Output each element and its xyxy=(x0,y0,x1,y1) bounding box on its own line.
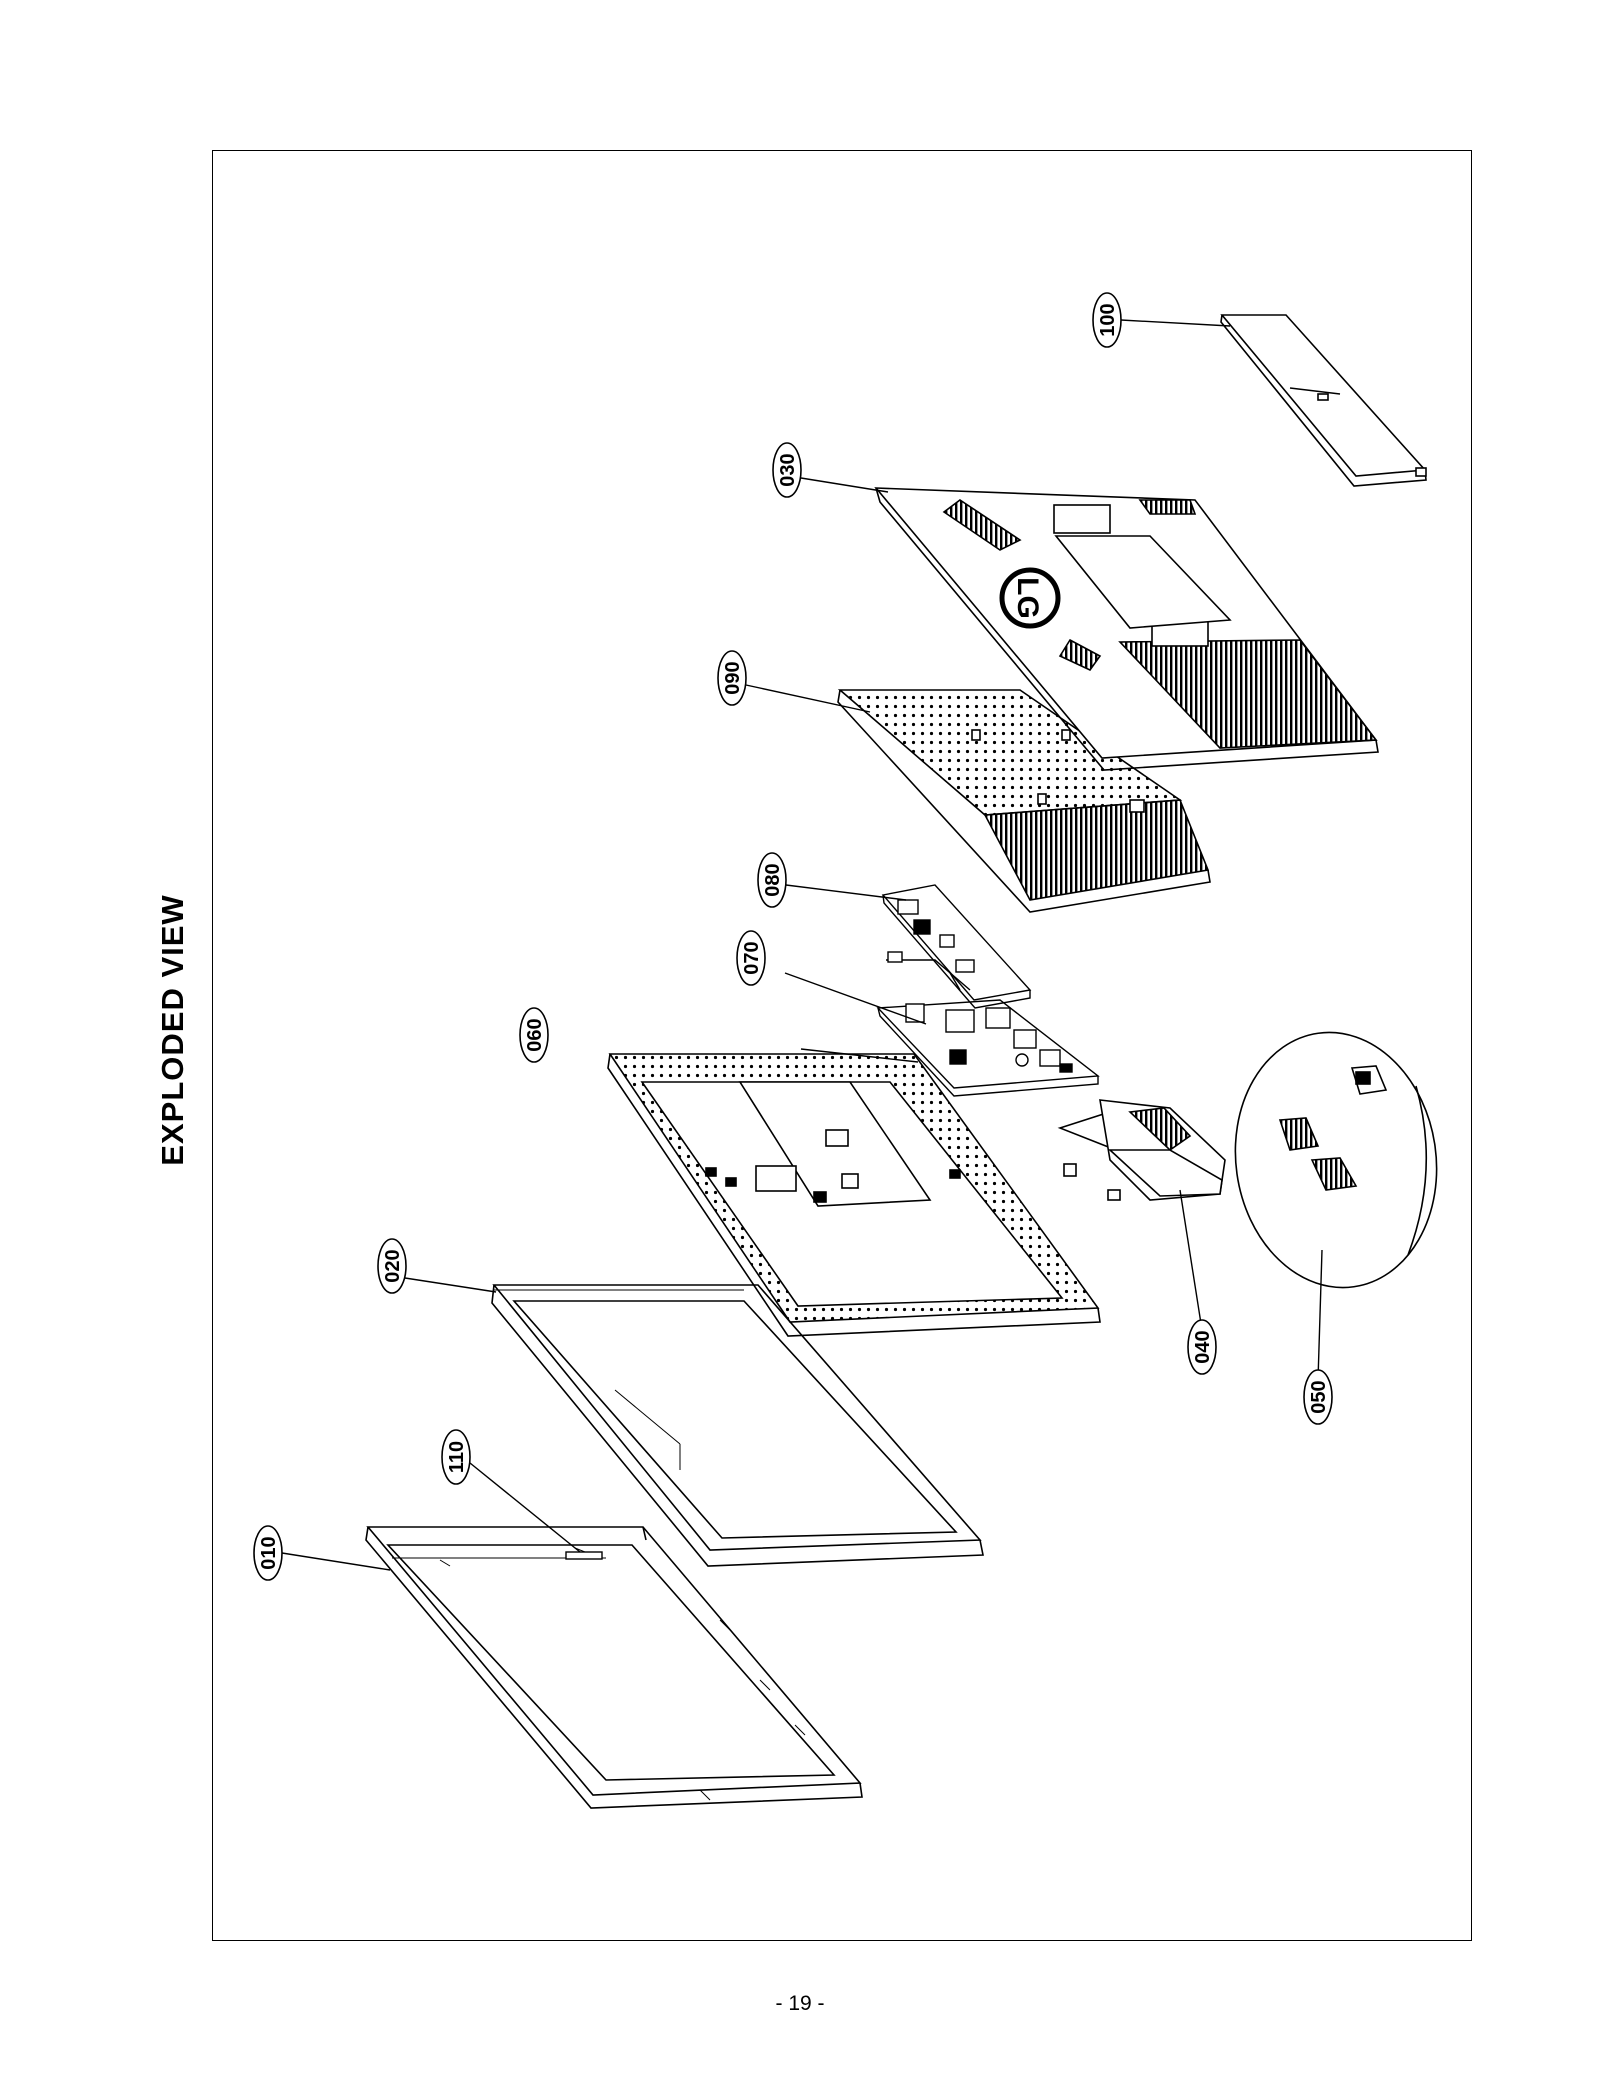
callout-040: 040 xyxy=(1187,1319,1217,1375)
callout-020: 020 xyxy=(377,1238,407,1294)
callout-060: 060 xyxy=(519,1007,549,1063)
callout-100: 100 xyxy=(1092,292,1122,348)
callout-040-label: 040 xyxy=(1192,1330,1214,1363)
front-bezel-part-010 xyxy=(365,1526,863,1809)
stand-hinge-part-040 xyxy=(1057,1099,1226,1201)
callout-070-label: 070 xyxy=(741,941,763,974)
callout-110-label: 110 xyxy=(446,1441,468,1473)
callout-070: 070 xyxy=(736,930,766,986)
callout-100-label: 100 xyxy=(1097,303,1119,336)
callout-080-label: 080 xyxy=(762,863,784,896)
leader-lines xyxy=(281,319,1323,1571)
page-number: - 19 - xyxy=(775,1992,825,2015)
stand-base-part-050 xyxy=(1234,1031,1438,1289)
callout-030: 030 xyxy=(772,442,802,498)
back-cover-part-030: LG xyxy=(874,487,1379,771)
logo-lettering: LG xyxy=(1011,577,1044,619)
callout-050: 050 xyxy=(1303,1369,1333,1425)
main-chassis-part-060 xyxy=(607,1053,1101,1337)
callout-110: 110 xyxy=(441,1429,471,1485)
power-board-part-070 xyxy=(876,965,1100,1097)
callout-050-label: 050 xyxy=(1308,1380,1330,1413)
drawing-frame xyxy=(212,150,1472,1941)
main-board-part-080 xyxy=(881,884,1032,1009)
callout-020-label: 020 xyxy=(382,1249,404,1282)
callout-030-label: 030 xyxy=(777,453,799,486)
callout-060-label: 060 xyxy=(524,1018,546,1051)
rear-cover-part-100 xyxy=(1220,314,1427,487)
callout-010: 010 xyxy=(253,1525,283,1581)
callout-010-label: 010 xyxy=(258,1536,280,1569)
bezel-bracket-part-110 xyxy=(565,1551,603,1560)
callout-090-label: 090 xyxy=(722,661,744,694)
callout-090: 090 xyxy=(717,650,747,706)
lcd-panel-part-020 xyxy=(491,1284,984,1567)
callout-080: 080 xyxy=(757,852,787,908)
shield-cover-part-090 xyxy=(837,689,1211,913)
callouts: 010 110 020 060 070 080 090 030 xyxy=(253,292,1333,1581)
